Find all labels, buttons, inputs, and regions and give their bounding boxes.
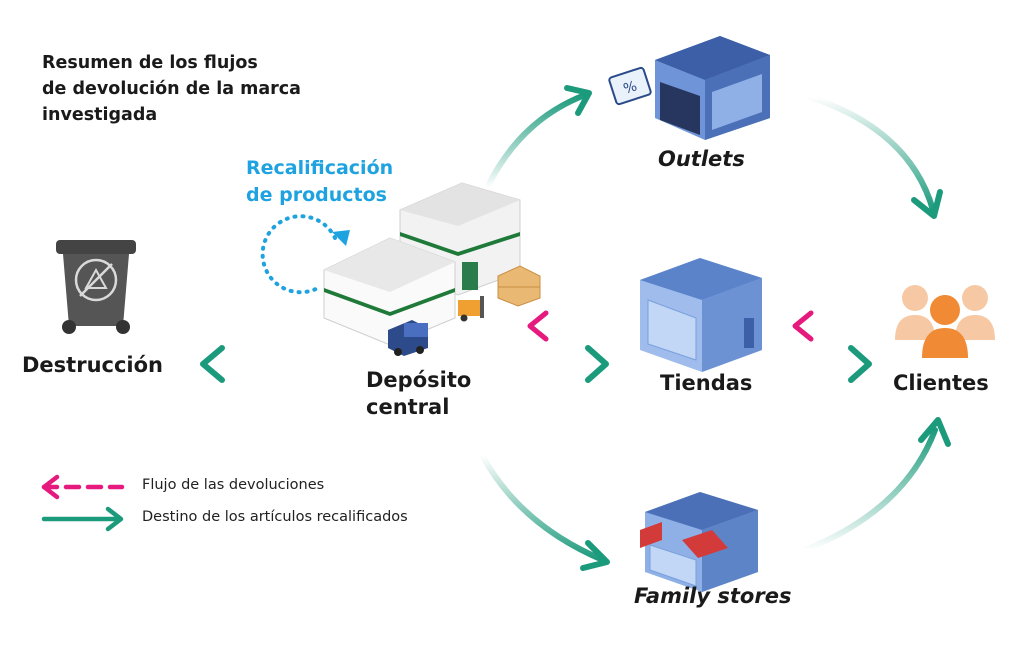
people-icon [895,285,995,358]
return-tiendas-to-deposito [527,310,613,342]
arrow-outlets-to-clientes [807,94,943,219]
recalification-line-1: Recalificación [246,157,394,179]
title-line-1: Resumen de los flujos [42,53,258,73]
legend-returns-arrow [41,474,125,500]
deposito-line-1: Depósito [366,368,472,392]
arrow-tiendas-to-clientes [787,345,872,383]
recalification-line-2: de productos [246,184,387,206]
arrow-deposito-to-family [479,452,610,571]
deposito-line-2: central [366,395,450,419]
recalification-label: Recalificación de productos [246,155,393,209]
legend-returns-label: Flujo de las devoluciones [142,477,325,493]
return-clientes-to-tiendas [792,310,878,342]
title-line-2: de devolución de la marca [42,79,301,99]
outlet-store-icon: % [608,36,770,140]
trash-bin-icon [56,240,136,334]
node-tiendas: Tiendas [660,371,753,395]
arrow-deposito-to-outlets [484,85,592,191]
node-clientes: Clientes [893,371,989,395]
node-family-stores: Family stores [634,584,792,608]
warehouse-icon [323,182,541,356]
diagram-title: Resumen de los flujos de devolución de l… [42,50,301,128]
recalification-loop-icon [260,214,350,295]
family-store-icon [640,492,758,592]
arrow-family-to-clientes [802,417,951,553]
arrow-deposito-to-tiendas [519,345,609,383]
legend-destination-label: Destino de los artículos recalificados [142,509,408,525]
title-line-3: investigada [42,105,158,125]
svg-text:%: % [621,78,639,97]
store-icon [640,258,762,372]
node-outlets: Outlets [658,147,745,171]
arrow-deposito-to-destruccion [200,345,295,383]
legend-destination-arrow [41,506,124,532]
node-destruccion: Destrucción [22,353,163,377]
node-deposito-central: Depósito central [366,367,471,421]
